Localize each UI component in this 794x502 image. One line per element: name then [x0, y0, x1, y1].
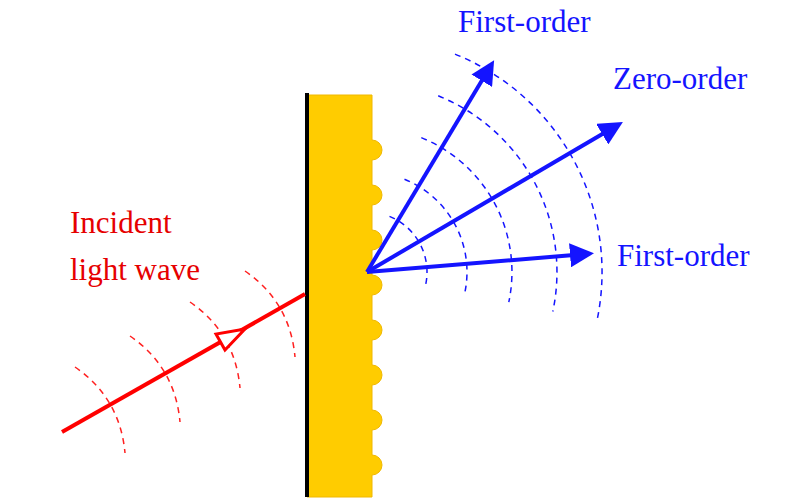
grating-body — [307, 95, 382, 497]
order-label: Zero-order — [613, 60, 747, 97]
diffracted-wavefronts — [390, 54, 603, 321]
incident-ray — [62, 294, 305, 432]
order-label: First-order — [458, 3, 591, 40]
diffracted-rays — [367, 67, 616, 272]
wavefront-arc — [438, 96, 557, 312]
wavefront-arc — [455, 54, 602, 321]
incident-label: Incident light wave — [70, 200, 235, 293]
incident-arrowhead — [216, 329, 245, 350]
order-label: First-order — [617, 237, 750, 274]
grating-surface-line — [305, 93, 309, 497]
